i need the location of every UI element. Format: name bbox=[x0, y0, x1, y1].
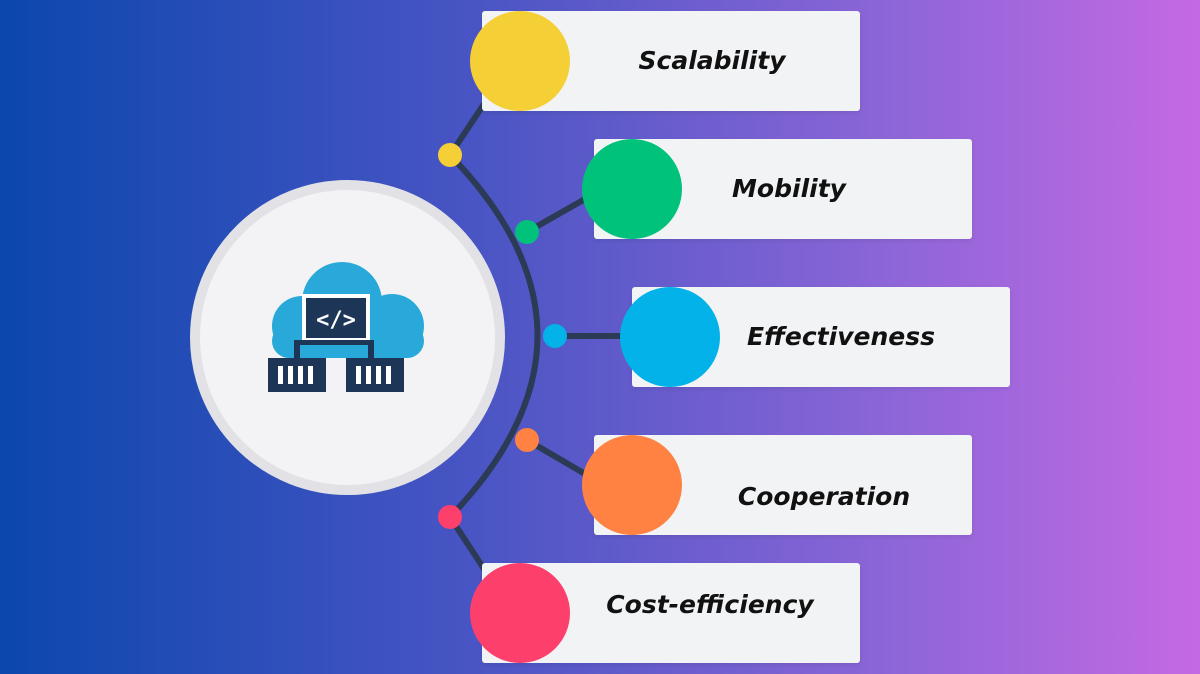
label-cost-efficiency: Cost-efficiency bbox=[606, 590, 814, 619]
cloud-code-icon: </> bbox=[268, 262, 424, 392]
circle-effectiveness bbox=[620, 287, 720, 387]
hub-arc bbox=[447, 152, 541, 520]
circle-cooperation bbox=[582, 435, 682, 535]
node-dot-scalability bbox=[438, 143, 462, 167]
circle-mobility bbox=[582, 139, 682, 239]
card-cooperation: Cooperation bbox=[582, 435, 972, 535]
server-right bbox=[346, 358, 404, 392]
circle-scalability bbox=[470, 11, 570, 111]
card-effectiveness: Effectiveness bbox=[620, 287, 1010, 387]
label-effectiveness: Effectiveness bbox=[747, 322, 935, 351]
circle-cost-efficiency bbox=[470, 563, 570, 663]
label-mobility: Mobility bbox=[732, 174, 846, 203]
card-mobility: Mobility bbox=[582, 139, 972, 239]
label-scalability: Scalability bbox=[638, 46, 786, 75]
connector-line-mobility bbox=[525, 192, 594, 235]
node-dot-effectiveness bbox=[543, 324, 567, 348]
node-dot-cost-efficiency bbox=[438, 505, 462, 529]
card-scalability: Scalability bbox=[470, 11, 860, 111]
node-dot-mobility bbox=[515, 220, 539, 244]
connector-line-cooperation bbox=[525, 437, 594, 481]
card-cost-efficiency: Cost-efficiency bbox=[470, 563, 860, 663]
node-dot-cooperation bbox=[515, 428, 539, 452]
server-left bbox=[268, 358, 326, 392]
label-cooperation: Cooperation bbox=[737, 482, 911, 511]
code-brackets-glyph: </> bbox=[316, 308, 356, 333]
